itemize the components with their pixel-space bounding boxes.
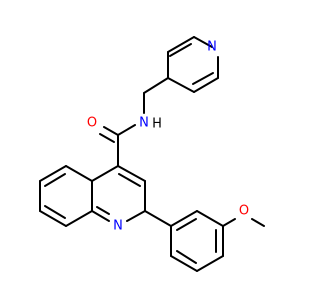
pyridine-ring — [167, 36, 219, 93]
bond — [176, 218, 197, 231]
bond — [176, 250, 197, 264]
structure-canvas: N N H O N O — [39, 36, 265, 272]
bond — [167, 77, 195, 93]
bond — [196, 255, 224, 272]
bond — [118, 173, 141, 187]
pyridine-nitrogen-label: N — [207, 40, 217, 55]
bond — [65, 165, 93, 182]
molecule-drawing: N N H O N O — [39, 36, 265, 272]
methoxy-oxygen-label: O — [239, 204, 249, 219]
quinoline-benzo-ring — [39, 165, 93, 227]
bond-ch2-pyridine — [143, 77, 169, 94]
amide-hydrogen-label: H — [152, 117, 162, 132]
bond — [44, 205, 66, 219]
bond — [192, 72, 214, 85]
bond-carbonyl-double — [99, 133, 115, 143]
bond — [39, 165, 67, 182]
bond — [44, 173, 66, 187]
bond — [91, 210, 110, 222]
bond — [193, 77, 219, 93]
quinoline-pyridine-ring — [91, 165, 146, 222]
bond — [65, 210, 93, 227]
atom-labels: N N H O N O — [87, 40, 249, 234]
bond — [169, 43, 192, 57]
bond — [196, 210, 224, 227]
bond — [170, 255, 198, 272]
bond — [167, 36, 195, 53]
quinoline-nitrogen-label: N — [113, 219, 123, 234]
bond — [39, 210, 67, 227]
bond — [170, 210, 198, 227]
bond-aryl-methoxy-o — [222, 218, 236, 227]
carbonyl-oxygen-label: O — [87, 116, 97, 131]
bond-carbonyl-double — [103, 126, 119, 136]
bond-quinoline-aryl — [144, 210, 172, 227]
bond — [193, 36, 213, 48]
bond — [117, 165, 146, 182]
bond — [91, 165, 119, 182]
bond-methoxy-methyl — [251, 218, 265, 227]
bond — [96, 206, 110, 215]
methoxyphenyl-ring — [170, 210, 224, 272]
amide-nitrogen-label: N — [139, 116, 149, 131]
bond-nh-carbonyl — [117, 124, 136, 136]
bond — [126, 210, 146, 222]
